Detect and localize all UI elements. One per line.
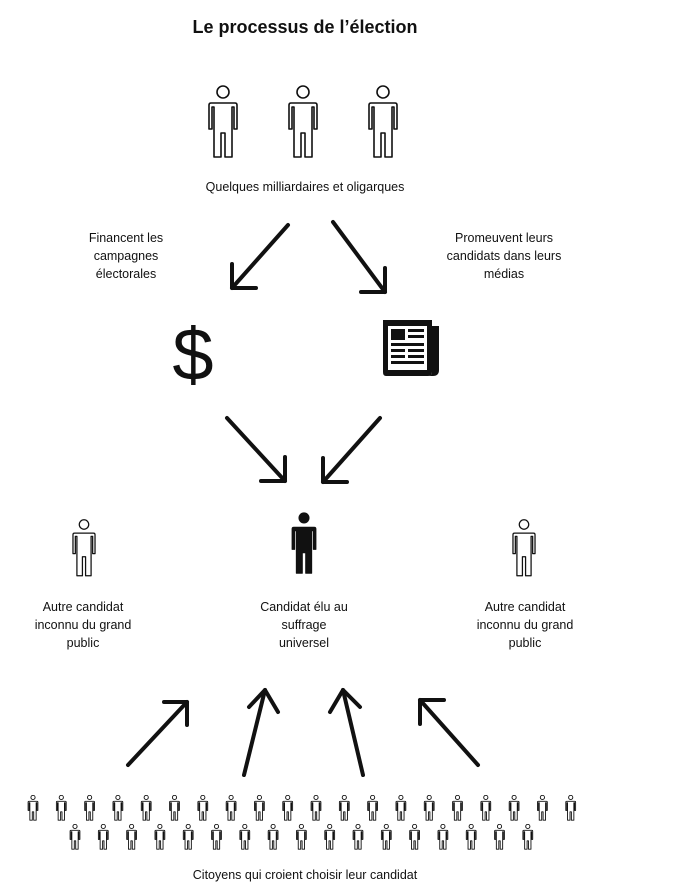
- oligarchs-label: Quelques milliardaires et oligarques: [205, 180, 405, 194]
- newspaper-icon: [383, 320, 439, 376]
- arrow-icon: [242, 688, 280, 777]
- promoting-label: Promeuvent leurs candidats dans leurs mé…: [446, 231, 562, 281]
- citizen-icon: [395, 795, 407, 821]
- person-outline-icon: [512, 519, 536, 577]
- citizen-icon: [494, 824, 505, 850]
- citizen-icon: [452, 795, 463, 821]
- person-outline-icon: [72, 519, 96, 577]
- citizen-icon: [380, 824, 392, 850]
- arrow-icon: [225, 416, 287, 483]
- citizen-icon: [522, 824, 534, 850]
- arrow-icon: [321, 416, 382, 484]
- financing-label: Financent les campagnes électorales: [88, 231, 164, 281]
- other-candidate-left-label: Autre candidat inconnu du grand public: [34, 600, 132, 650]
- arrow-icon: [230, 223, 290, 290]
- citizen-icon: [197, 795, 209, 821]
- citizen-icon: [225, 795, 237, 821]
- oligarchs-group: [208, 85, 398, 158]
- citizen-icon: [296, 824, 307, 850]
- person-outline-icon: [208, 85, 238, 158]
- citizen-icon: [140, 795, 152, 821]
- diagram-title: Le processus de l’élection: [192, 17, 418, 37]
- elected-candidate-label: Candidat élu au suffrage universel: [260, 600, 348, 650]
- citizen-icon: [126, 824, 137, 850]
- citizen-icon: [182, 824, 194, 850]
- person-outline-icon: [288, 85, 318, 158]
- citizen-icon: [69, 824, 81, 850]
- citizen-icon: [239, 824, 251, 850]
- arrow-icon: [328, 688, 365, 777]
- citizen-icon: [112, 795, 124, 821]
- citizen-icon: [338, 795, 350, 821]
- citizen-icon: [310, 795, 322, 821]
- arrow-icon: [331, 220, 387, 294]
- citizens-crowd: [27, 795, 577, 850]
- other-candidate-right-label: Autre candidat inconnu du grand public: [476, 600, 574, 650]
- arrow-icon: [126, 700, 189, 767]
- citizen-icon: [169, 795, 180, 821]
- citizen-icon: [27, 795, 39, 821]
- citizen-icon: [55, 795, 67, 821]
- citizen-icon: [211, 824, 222, 850]
- citizen-icon: [254, 795, 265, 821]
- citizen-icon: [480, 795, 492, 821]
- citizens-label: Citoyens qui croient choisir leur candid…: [192, 868, 418, 882]
- arrow-icon: [418, 698, 480, 767]
- citizen-icon: [437, 824, 449, 850]
- citizen-icon: [508, 795, 520, 821]
- citizen-icon: [97, 824, 109, 850]
- citizen-icon: [565, 795, 577, 821]
- arrows-group: [126, 220, 480, 777]
- citizen-icon: [282, 795, 294, 821]
- person-outline-icon: [368, 85, 398, 158]
- citizen-icon: [465, 824, 477, 850]
- person-filled-icon: [291, 512, 317, 574]
- citizen-icon: [352, 824, 364, 850]
- citizen-icon: [324, 824, 336, 850]
- citizen-icon: [84, 795, 95, 821]
- citizen-icon: [423, 795, 435, 821]
- citizen-icon: [537, 795, 548, 821]
- dollar-icon: $: [172, 313, 213, 396]
- citizen-icon: [154, 824, 166, 850]
- citizen-icon: [267, 824, 279, 850]
- citizen-icon: [409, 824, 420, 850]
- citizen-icon: [367, 795, 378, 821]
